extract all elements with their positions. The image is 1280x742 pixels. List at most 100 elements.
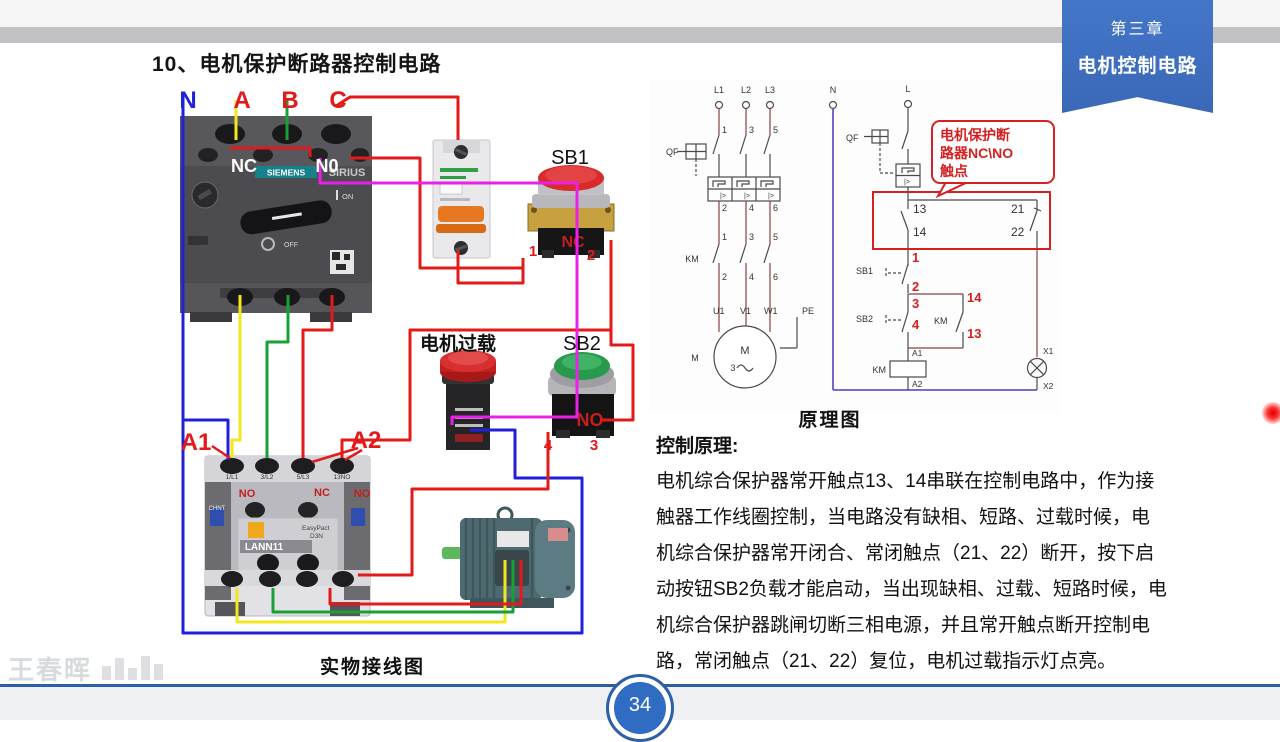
wire-magenta: [318, 158, 579, 425]
contactor-nc: NC: [314, 487, 330, 499]
motor: [442, 506, 575, 608]
w1-label: W1: [764, 306, 778, 316]
svg-text:2: 2: [722, 272, 727, 282]
off-text: OFF: [284, 242, 298, 249]
coil-a2-label: A2: [351, 427, 382, 454]
svg-text:2: 2: [912, 279, 919, 294]
contactor-model: LANN11: [245, 542, 284, 553]
contactor-terminal-label: 1/L1: [226, 474, 239, 481]
chapter-ribbon: 第三章 电机控制电路: [1062, 0, 1213, 113]
svg-text:4: 4: [749, 203, 754, 213]
on-text: ON: [342, 192, 353, 201]
x2-label: X2: [1043, 381, 1054, 391]
principle-text: 控制原理: 电机综合保护器常开触点13、14串联在控制电路中，作为接 触器工作线…: [656, 431, 1176, 680]
qf-ctrl-label: QF: [846, 133, 859, 143]
sb1-t2: 2: [587, 247, 595, 264]
protector-nc-label: NC: [231, 156, 257, 176]
sb2-contact-label: NO: [577, 410, 604, 430]
km-coil-label: KM: [873, 365, 887, 375]
contactor-terminal-label: 13NO: [334, 474, 351, 481]
coil-a1-label: A1: [181, 429, 212, 456]
sb2-t4: 4: [544, 437, 553, 454]
chapter-number: 第三章: [1110, 21, 1165, 38]
wire-phase-c-red: [335, 95, 460, 140]
a2-sym: A2: [912, 379, 923, 389]
km-aux-label: KM: [934, 316, 948, 326]
chapter-title: 电机控制电路: [1077, 56, 1198, 77]
v1-label: V1: [740, 306, 751, 316]
pe-label: PE: [802, 306, 814, 316]
overload-indicator: [440, 350, 496, 450]
svg-text:|>: |>: [744, 193, 750, 200]
svg-text:6: 6: [773, 203, 778, 213]
sb2-sym-label: SB2: [856, 314, 873, 324]
svg-text:|>: |>: [720, 193, 726, 200]
svg-text:5: 5: [773, 232, 778, 242]
svg-text:|>: |>: [904, 179, 910, 186]
motor-outer-m: M: [691, 353, 699, 363]
callout-bubble: [931, 120, 1055, 184]
l1-label: L1: [714, 85, 724, 95]
principle-line: 路，常闭触点（21、22）复位，电机过载指示灯点亮。: [656, 651, 1117, 672]
svg-text:13: 13: [967, 326, 981, 341]
page-title: 10、电机保护断路器控制电路: [152, 53, 442, 76]
phase-b-label: B: [281, 87, 298, 114]
svg-text:1: 1: [722, 232, 727, 242]
contact-14: 14: [913, 225, 927, 239]
a1-sym: A1: [912, 348, 923, 358]
callout-line: 电机保护断: [940, 127, 1010, 143]
top-gray-band: [0, 27, 1280, 43]
wire-phase-a-yellow: [235, 560, 507, 624]
u1-label: U1: [713, 306, 725, 316]
principle-line: 触器工作线圈控制，当电路没有缺相、短路、过载时候，电: [656, 507, 1151, 528]
contactor-terminal-label: 5/L3: [297, 474, 310, 481]
sb1-button: NC: [527, 165, 615, 258]
svg-text:2: 2: [722, 203, 727, 213]
contact-21: 21: [1011, 202, 1025, 216]
svg-text:4: 4: [749, 272, 754, 282]
wiring-diagram: SIEMENS SIRIUS ON OFF: [179, 87, 635, 635]
brand-text: SIEMENS: [267, 168, 306, 178]
phase-c-label: C: [329, 87, 346, 114]
series-text: SIRIUS: [329, 167, 366, 179]
svg-text:6: 6: [773, 272, 778, 282]
wiring-photo-panel: SIEMENS SIRIUS ON OFF: [160, 78, 640, 652]
sb1-sym-label: SB1: [856, 266, 873, 276]
contact-13: 13: [913, 202, 927, 216]
wire-harness: [181, 95, 635, 635]
callout-line: 触点: [939, 163, 968, 179]
watermark: 王春晖: [8, 650, 218, 696]
a1-a2-pointers: [211, 444, 363, 464]
svg-text:1: 1: [722, 125, 727, 135]
schematic-panel: 电机保护断 路器NC\NO 触点 L1 L2 L3 N L QF QF KM 1…: [650, 80, 1060, 412]
sb1-contact-label: NC: [561, 234, 585, 251]
qf-main-label: QF: [666, 147, 679, 157]
contactor-no-left: NO: [239, 488, 256, 500]
sb2-t3: 3: [590, 437, 598, 454]
wiring-caption: 实物接线图: [320, 657, 426, 678]
l2-label: L2: [741, 85, 751, 95]
svg-text:1: 1: [912, 250, 919, 265]
sb2-label: SB2: [563, 333, 601, 355]
callout-tail: [935, 181, 969, 199]
phase-n-label: N: [179, 87, 196, 114]
wire-neutral-blue: [181, 95, 584, 635]
principle-line: 电机综合保护器常开触点13、14串联在控制电路中，作为接: [656, 471, 1155, 492]
principle-line: 机综合保护器常开闭合、常闭触点（21、22）断开，按下启: [656, 543, 1155, 564]
schematic-caption: 原理图: [798, 410, 862, 431]
protector-no-label: N0: [315, 156, 338, 176]
nc-no-highlight-box: [872, 191, 1051, 250]
motor-m: M: [740, 345, 749, 357]
contactor-series: EasyPact: [302, 525, 330, 532]
principle-line: 机综合保护器跳闸切断三相电源，并且常开触点断开控制电: [656, 615, 1151, 636]
sb2-button: NO: [548, 352, 616, 438]
circuit-breaker: [432, 139, 491, 259]
schematic-diagram: 电机保护断 路器NC\NO 触点 L1 L2 L3 N L QF QF KM 1…: [666, 84, 1055, 391]
motor-protector: SIEMENS SIRIUS ON OFF: [180, 116, 372, 322]
schematic-lines: [677, 99, 1048, 391]
phase-a-label: A: [233, 87, 250, 114]
svg-text:5: 5: [773, 125, 778, 135]
page-number-badge: 34: [614, 682, 666, 734]
x1-label: X1: [1043, 346, 1054, 356]
sb1-label: SB1: [551, 147, 589, 169]
